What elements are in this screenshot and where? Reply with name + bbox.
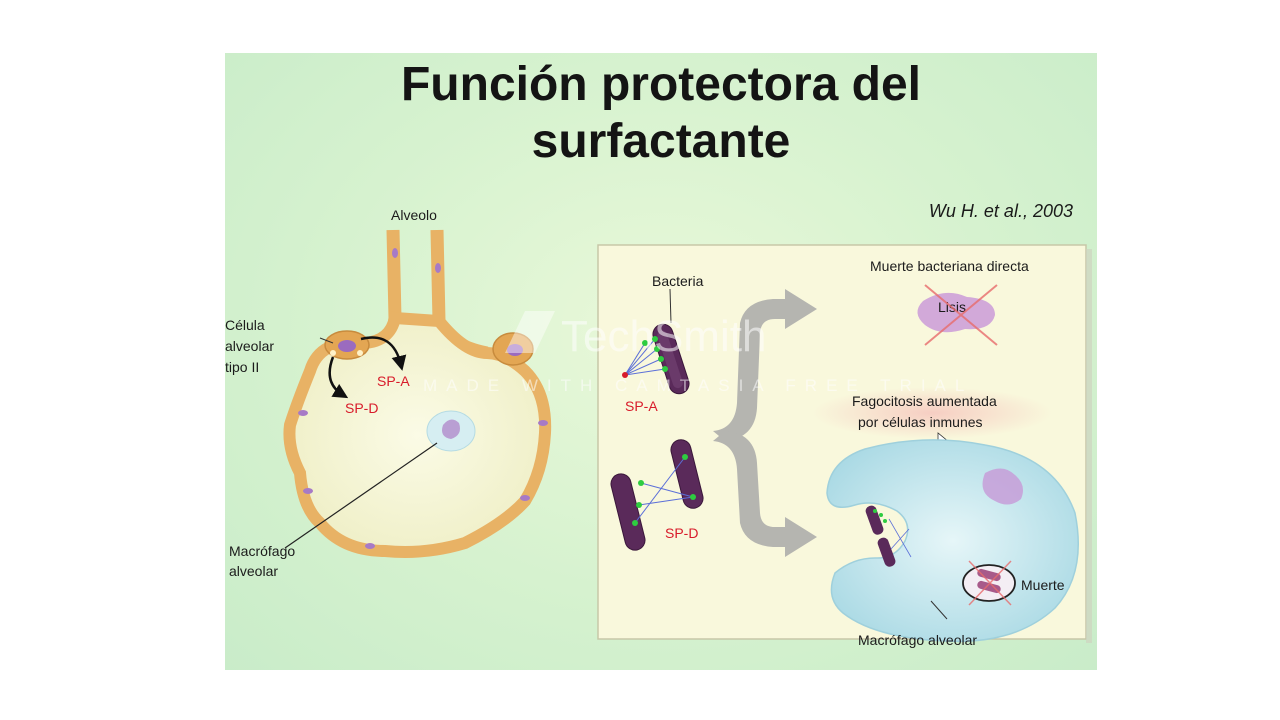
alveolar-macrophage xyxy=(426,410,476,452)
label-fagocitosis-line-2: por células inmunes xyxy=(858,414,983,430)
celula-leader-line xyxy=(319,337,334,344)
watermark-tagline: MADE WITH CAMTASIA FREE TRIAL xyxy=(423,376,973,395)
lower-pathway-arrow xyxy=(713,431,817,557)
nucleus xyxy=(435,263,441,273)
epithelial-nuclei xyxy=(298,248,548,549)
macrophage-nucleus xyxy=(982,468,1023,505)
spa-secretion-arrow xyxy=(360,336,407,371)
upper-pathway-arrow xyxy=(713,289,817,441)
label-celula-line-1: Célula xyxy=(225,317,265,333)
type-ii-cell-right xyxy=(492,332,534,366)
lysis-cross-icon xyxy=(924,284,998,346)
alveolus-diagram: Alveolo Célula alveolar tipo II SP-A SP-… xyxy=(225,207,552,579)
bacteria-leader-line xyxy=(669,288,672,324)
techsmith-watermark: TechSmith MADE WITH CAMTASIA FREE TRIAL xyxy=(423,311,973,395)
nucleus xyxy=(392,248,398,258)
label-alveolo: Alveolo xyxy=(391,207,437,223)
macrophage-engulfing xyxy=(826,439,1080,643)
nucleus xyxy=(365,543,375,549)
label-macrofago-alveolar: Macrófago alveolar xyxy=(858,632,977,648)
diagram-canvas: Alveolo Célula alveolar tipo II SP-A SP-… xyxy=(225,207,1092,648)
panel-shadow xyxy=(1086,249,1092,643)
label-spa-right: SP-A xyxy=(625,398,658,414)
pathway-arrows xyxy=(713,289,817,557)
nucleus xyxy=(298,410,308,416)
label-bacteria: Bacteria xyxy=(652,273,704,289)
slide-title-line-2: surfactante xyxy=(531,115,791,168)
label-glow xyxy=(812,387,1052,439)
label-celula-line-2: alveolar xyxy=(225,338,274,354)
slide: Función protectora del surfactante Wu H.… xyxy=(225,53,1097,670)
type-ii-cell-left xyxy=(324,330,370,360)
death-cross-icon xyxy=(968,560,1012,606)
watermark-brand: TechSmith xyxy=(561,312,766,361)
mechanism-panel: Bacteria SP-A SP-D Muerte bacter xyxy=(597,244,1092,648)
label-muerte: Muerte xyxy=(1021,577,1065,593)
techsmith-logo-icon xyxy=(505,311,555,353)
nucleus xyxy=(303,488,313,494)
label-spd-left: SP-D xyxy=(345,400,378,416)
label-spd-right: SP-D xyxy=(665,525,698,541)
bacteria-with-spd xyxy=(610,439,704,551)
macrofago-alveolar-leader-line xyxy=(930,600,948,620)
nucleus xyxy=(520,495,530,501)
label-macrofago-line-1: Macrófago xyxy=(229,543,295,559)
label-celula-line-3: tipo II xyxy=(225,359,259,375)
nucleus xyxy=(538,420,548,426)
citation: Wu H. et al., 2003 xyxy=(928,201,1073,221)
label-fagocitosis-line-1: Fagocitosis aumentada xyxy=(852,393,997,409)
alveolus-sac xyxy=(283,311,552,558)
label-muerte-bacteriana-directa: Muerte bacteriana directa xyxy=(870,258,1029,274)
macrofago-leader-line xyxy=(284,442,438,549)
spd-secretion-arrow xyxy=(328,356,349,399)
label-spa-left: SP-A xyxy=(377,373,410,389)
label-macrofago-line-2: alveolar xyxy=(229,563,278,579)
slide-title-line-1: Función protectora del xyxy=(400,58,922,111)
bacteria-with-spa xyxy=(622,323,690,395)
